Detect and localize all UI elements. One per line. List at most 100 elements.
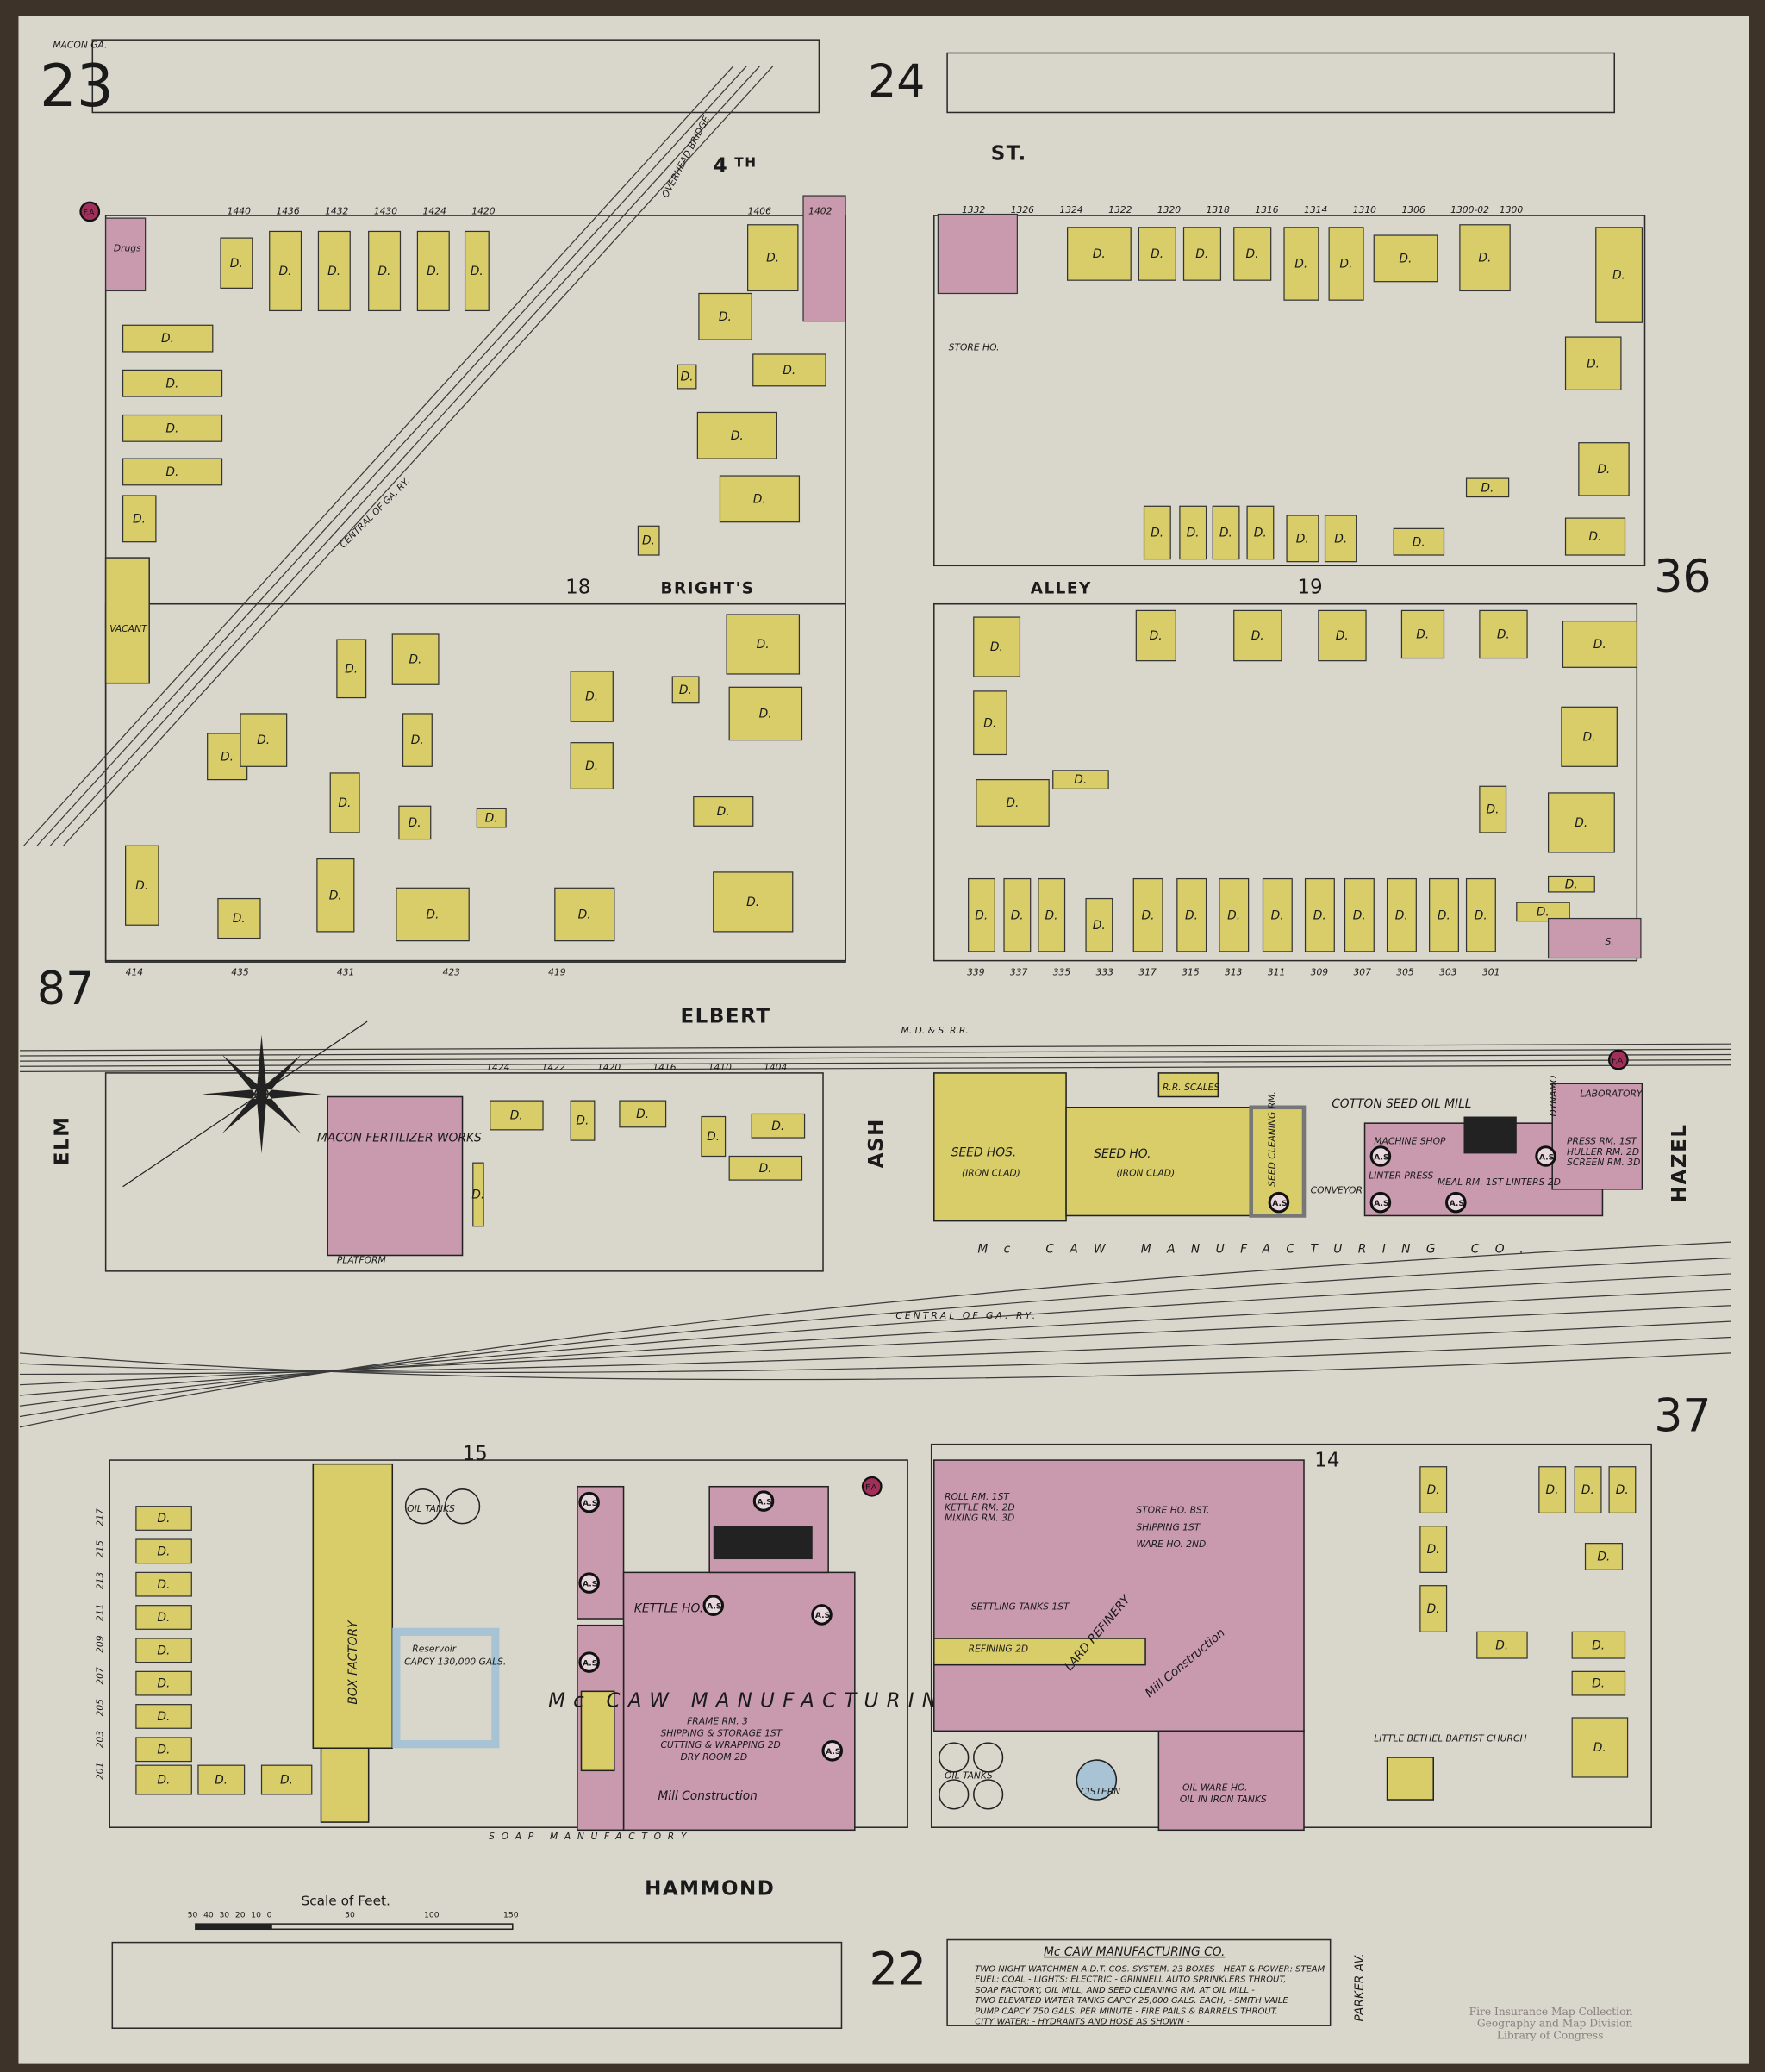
address-number: 211 <box>95 1604 106 1621</box>
dwelling-label: D. <box>1592 1638 1605 1652</box>
dwelling: D. <box>677 364 697 390</box>
dwelling-label: D. <box>766 252 779 265</box>
address-number: 313 <box>1225 966 1243 977</box>
dwelling-label: D. <box>578 908 591 922</box>
dwelling: D. <box>1571 1717 1629 1778</box>
scale-title: Scale of Feet. <box>302 1894 390 1909</box>
dwelling-label: D. <box>1251 629 1264 643</box>
mcaw-track-label: Mc CAW MANUFACTURING CO. <box>977 1242 1539 1256</box>
watermark-line: Library of Congress <box>1497 2029 1604 2041</box>
dwelling-label: D. <box>165 377 178 390</box>
dwelling: D. <box>1135 609 1176 662</box>
dwelling-label: D. <box>717 805 730 819</box>
dwelling-label: D. <box>1336 629 1349 643</box>
kettle-ho-label: KETTLE HO. <box>634 1601 703 1615</box>
dwelling-label: D. <box>485 812 498 826</box>
adjacent-sheet-bottom[interactable]: 22 <box>870 1944 926 1996</box>
address-number: 205 <box>95 1699 106 1717</box>
rail-track <box>19 1241 1731 1428</box>
mdrr-label: M. D. & S. R.R. <box>901 1025 968 1036</box>
auto-sprinkler-icon: A.S <box>578 1651 600 1673</box>
scale-tick: 0 <box>267 1910 272 1919</box>
dwelling: D. <box>1212 505 1240 560</box>
adjacent-sheet-top[interactable]: 24 <box>868 56 925 108</box>
dwelling: D. <box>973 616 1021 677</box>
street-elbert: ELBERT <box>680 1006 770 1028</box>
dwelling: D. <box>751 1113 806 1139</box>
auto-sprinkler-label: A.S <box>1374 1199 1388 1208</box>
dwelling-label: D. <box>215 1774 228 1788</box>
dwelling-label: D. <box>165 421 178 435</box>
address-number: 337 <box>1010 966 1028 977</box>
cotton-seed-label: COTTON SEED OIL MILL <box>1332 1097 1471 1111</box>
adjacent-sheet-right-upper[interactable]: 36 <box>1654 552 1711 603</box>
dwelling-label: D. <box>157 1545 170 1558</box>
dwelling: D. <box>122 369 223 397</box>
adjacent-sheet-right-lower[interactable]: 37 <box>1654 1390 1711 1442</box>
street-4th-suffix: TH <box>734 154 757 170</box>
address-number: 217 <box>95 1508 106 1526</box>
rail-track <box>19 1289 1731 1396</box>
dwelling-label: D. <box>157 1578 170 1592</box>
dwelling: D. <box>220 237 253 289</box>
dwelling-label: D. <box>1427 1543 1440 1557</box>
dwelling-label: D. <box>161 332 174 346</box>
auto-sprinkler-icon: A.S <box>1369 1191 1392 1214</box>
dwelling-label: D. <box>1339 258 1352 271</box>
dwelling: D. <box>1246 505 1275 560</box>
dwelling: D. <box>122 414 223 442</box>
adjacent-sheet-left[interactable]: 87 <box>37 964 94 1015</box>
rail-track <box>19 1048 1731 1057</box>
dwelling-label: D. <box>753 492 766 506</box>
dwelling: D. <box>1393 527 1445 556</box>
address-number: 201 <box>95 1763 106 1780</box>
dwelling: D. <box>1038 877 1066 952</box>
dwelling: D. <box>1182 227 1222 281</box>
dwelling-label: D. <box>1150 629 1163 643</box>
auto-sprinkler-icon: A.S <box>811 1604 833 1626</box>
scale-tick: 100 <box>424 1910 440 1919</box>
address-number: 1416 <box>652 1062 676 1073</box>
address-number: 1318 <box>1207 204 1230 215</box>
address-number: 303 <box>1439 966 1457 977</box>
railway-main-label: CENTRAL OF GA. RY. <box>895 1310 1038 1321</box>
dwelling-label: D. <box>329 889 342 902</box>
address-number: 1424 <box>423 206 446 217</box>
rail-track <box>19 1352 1731 1381</box>
rail-track-diagonal <box>63 66 774 846</box>
press-rm-label: PRESS RM. 1ST <box>1567 1136 1637 1147</box>
dwelling-label: D. <box>759 1162 772 1176</box>
fire-alarm-label: F.A <box>1612 1056 1624 1065</box>
dwelling-label: D. <box>280 1774 293 1788</box>
page-number: 23 <box>40 52 114 120</box>
dwelling: D. <box>1547 875 1595 893</box>
dwelling-label: D. <box>707 1130 720 1144</box>
dwelling-label: D. <box>1011 908 1024 922</box>
dwelling: D. <box>125 845 159 926</box>
rr-scales-label: R.R. SCALES <box>1163 1082 1219 1093</box>
dwelling-label: D. <box>746 896 759 909</box>
scale-tick: 150 <box>503 1910 519 1919</box>
dwelling: D. <box>1419 1585 1448 1632</box>
address-number: 1404 <box>764 1062 787 1073</box>
dwelling-label: D. <box>471 265 483 278</box>
cistern-label: CISTERN <box>1081 1786 1120 1797</box>
dwelling: D. <box>260 1764 313 1795</box>
dwelling: D. <box>464 230 490 312</box>
notes-line: SOAP FACTORY, OIL MILL, AND SEED CLEANIN… <box>975 1986 1255 1995</box>
dwelling: D. <box>701 1115 727 1158</box>
dwelling-label: D. <box>576 1114 589 1128</box>
dwelling-label: D. <box>1413 535 1425 549</box>
dwelling-label: D. <box>133 512 146 526</box>
dwelling-label: D. <box>1296 532 1309 546</box>
city-label: MACON GA. <box>53 39 107 50</box>
dwelling-label: D. <box>1187 527 1200 540</box>
auto-sprinkler-label: A.S <box>757 1497 771 1507</box>
notes-line: CITY WATER: - HYDRANTS AND HOSE AS SHOWN… <box>975 2018 1190 2027</box>
dwelling-label: D. <box>759 708 772 721</box>
auto-sprinkler-label: A.S <box>815 1611 830 1620</box>
dwelling: D. <box>476 808 507 828</box>
dwelling: D. <box>570 671 614 722</box>
dwelling: D. <box>1595 227 1643 323</box>
brick-building <box>105 217 147 292</box>
